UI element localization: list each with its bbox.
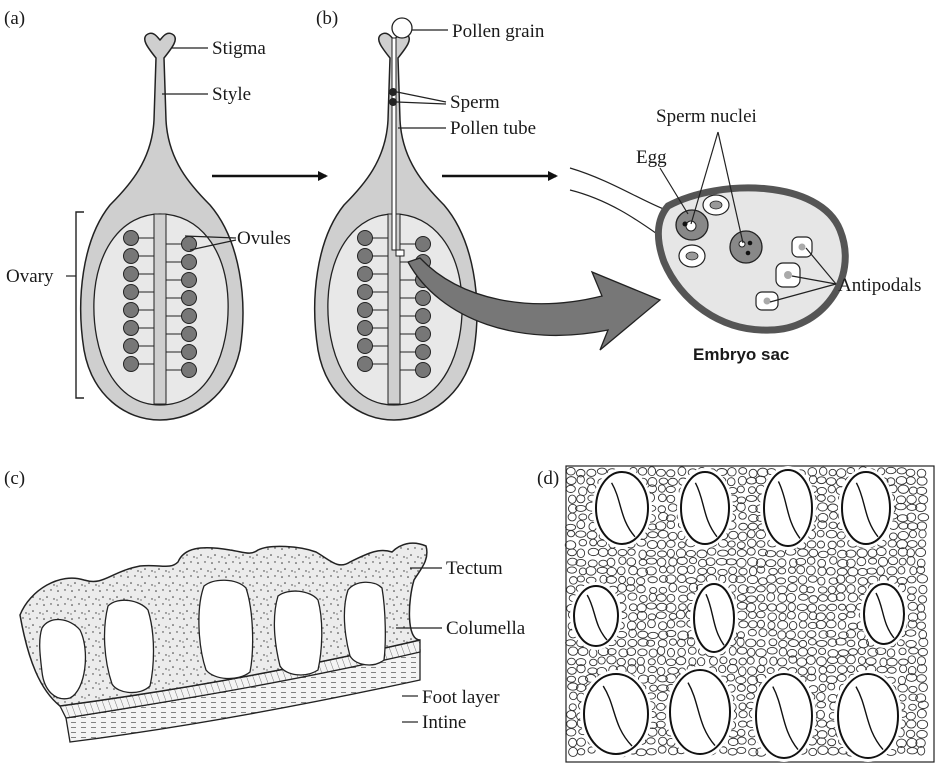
panel-c: (c) Tectum Columella Foot layer Intine	[4, 468, 526, 742]
micropyle-lines	[570, 168, 666, 210]
label-columella: Columella	[446, 618, 526, 639]
label-style: Style	[212, 84, 251, 105]
sperm-cell-1	[390, 89, 397, 96]
vessel	[570, 582, 622, 650]
label-foot-layer: Foot layer	[422, 687, 500, 708]
label-ovary: Ovary	[6, 266, 54, 287]
central-cell	[730, 231, 762, 263]
vessel	[760, 466, 816, 550]
septum-a	[154, 214, 166, 404]
label-egg: Egg	[636, 147, 667, 168]
label-stigma: Stigma	[212, 38, 266, 59]
cavity-4	[274, 591, 321, 675]
label-pollen-grain: Pollen grain	[452, 21, 545, 42]
label-tectum: Tectum	[446, 558, 503, 579]
vessel	[834, 670, 902, 762]
sperm-cell-2	[390, 99, 397, 106]
label-sperm: Sperm	[450, 92, 500, 113]
panel-b-letter: (b)	[316, 8, 338, 29]
vessel	[580, 670, 652, 758]
cavity-5	[344, 582, 385, 665]
vessel	[592, 468, 652, 548]
vessel	[838, 468, 894, 548]
panel-d-letter: (d)	[537, 468, 559, 489]
cavity-2	[105, 600, 154, 692]
vessel	[690, 580, 738, 656]
label-sperm-nuclei: Sperm nuclei	[656, 106, 757, 127]
pollen-grain	[392, 18, 412, 38]
label-intine: Intine	[422, 712, 466, 733]
panel-c-letter: (c)	[4, 468, 25, 489]
label-antipodals: Antipodals	[838, 275, 921, 296]
panel-a: (a) Stigma Style Ovules Ovary	[4, 8, 291, 420]
embryo-sac-title: Embryo sac	[693, 345, 789, 364]
panel-b: (b) Pollen grain Sperm Pollen tube	[315, 8, 545, 420]
vessel	[677, 468, 733, 548]
vessel	[860, 580, 908, 648]
panel-d: (d)	[537, 466, 934, 762]
label-pollen-tube: Pollen tube	[450, 118, 536, 139]
cavity-1	[40, 620, 86, 699]
panel-a-letter: (a)	[4, 8, 25, 29]
label-ovules: Ovules	[237, 228, 291, 249]
vessel	[752, 670, 816, 762]
vessel	[666, 666, 734, 758]
cavity-3	[199, 580, 253, 678]
